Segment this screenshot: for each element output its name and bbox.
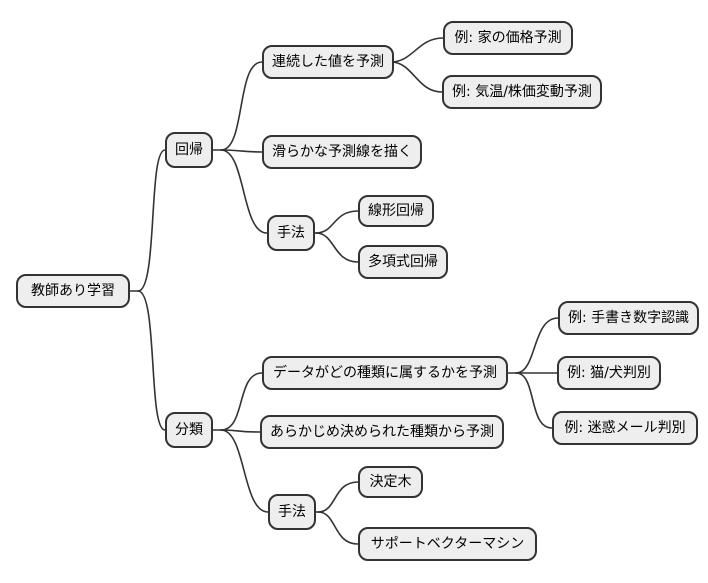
edge-continuous-house bbox=[390, 37, 444, 63]
node-regression-methods: 手法 bbox=[267, 215, 315, 251]
edge-regression-methods bbox=[220, 149, 268, 234]
edge-regression-smooth bbox=[220, 149, 263, 153]
node-regression: 回帰 bbox=[165, 132, 213, 168]
node-example-temperature-stock: 例: 気温/株価変動予測 bbox=[442, 75, 602, 109]
node-classification-methods: 手法 bbox=[268, 494, 316, 530]
node-example-handwritten-digits: 例: 手書き数字認識 bbox=[558, 301, 700, 335]
node-smooth-prediction-line: 滑らかな予測線を描く bbox=[262, 135, 422, 169]
edge-regression-continuous bbox=[220, 61, 263, 151]
edge-methods2-dtree bbox=[317, 481, 359, 513]
edge-classification-category bbox=[220, 372, 263, 431]
edge-methods1-poly bbox=[315, 232, 359, 263]
node-linear-regression: 線形回帰 bbox=[358, 195, 434, 227]
node-classification: 分類 bbox=[165, 412, 213, 448]
edge-continuous-temp bbox=[390, 61, 443, 93]
edge-methods2-svm bbox=[317, 511, 359, 545]
node-support-vector-machine: サポートベクターマシン bbox=[358, 527, 537, 561]
node-polynomial-regression: 多項式回帰 bbox=[358, 245, 448, 279]
node-predetermined-categories: あらかじめ決められた種類から予測 bbox=[260, 415, 504, 449]
edge-root-classification bbox=[137, 290, 166, 431]
edge-category-digits bbox=[515, 317, 559, 374]
edge-category-spam bbox=[515, 372, 553, 429]
node-example-spam-mail: 例: 迷惑メール判別 bbox=[552, 411, 698, 445]
node-example-cat-dog: 例: 猫/犬判別 bbox=[557, 356, 661, 390]
node-decision-tree: 決定木 bbox=[358, 466, 423, 498]
node-category-membership-prediction: データがどの種類に属するかを予測 bbox=[262, 356, 508, 390]
edge-root-regression bbox=[137, 149, 166, 292]
edge-methods1-linear bbox=[315, 210, 359, 234]
node-continuous-value-prediction: 連続した値を予測 bbox=[262, 45, 394, 79]
node-supervised-learning: 教師あり学習 bbox=[16, 274, 130, 308]
edge-classification-methods bbox=[220, 429, 269, 513]
node-example-house-price: 例: 家の価格予測 bbox=[443, 21, 573, 55]
